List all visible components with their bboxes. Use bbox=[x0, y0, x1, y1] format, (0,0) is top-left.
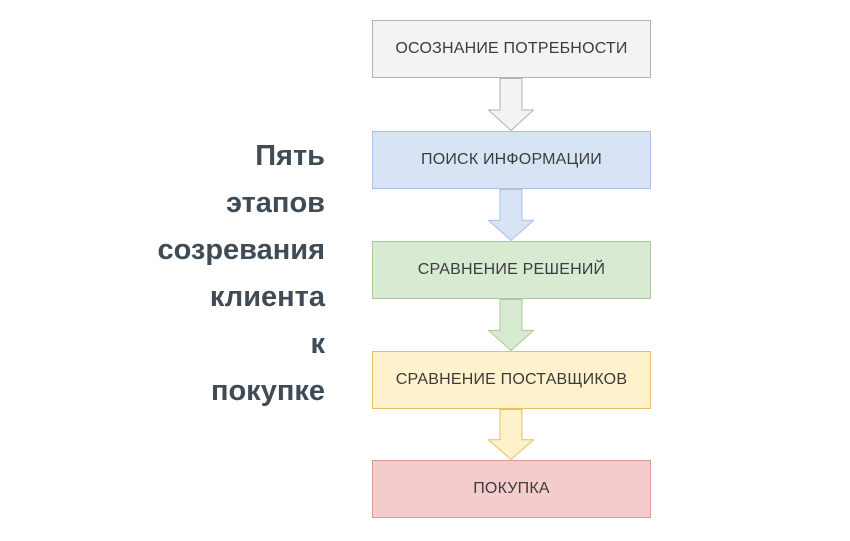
title-line: клиента bbox=[209, 281, 325, 313]
flow-step-label: СРАВНЕНИЕ ПОСТАВЩИКОВ bbox=[395, 371, 628, 388]
title-line: созревания bbox=[157, 234, 325, 266]
flow-step-label: ПОИСК ИНФОРМАЦИИ bbox=[421, 151, 602, 168]
flow-step-purchase: ПОКУПКА bbox=[372, 460, 651, 518]
flow-step-label: ПОКУПКА bbox=[473, 480, 550, 497]
title-line: этапов bbox=[225, 187, 325, 219]
flow-step-need-recognition: ОСОЗНАНИЕ ПОТРЕБНОСТИ bbox=[372, 20, 651, 78]
arrow-down-icon bbox=[488, 78, 534, 131]
page-title: Пять этапов созревания клиента к покупке bbox=[60, 133, 325, 415]
arrow-down-icon bbox=[488, 299, 534, 351]
flow-step-information-search: ПОИСК ИНФОРМАЦИИ bbox=[372, 131, 651, 189]
arrow-down-icon bbox=[488, 189, 534, 241]
arrow-down-icon bbox=[488, 409, 534, 460]
flow-step-solution-comparison: СРАВНЕНИЕ РЕШЕНИЙ bbox=[372, 241, 651, 299]
title-line: покупке bbox=[210, 375, 325, 407]
title-line: к bbox=[310, 328, 325, 360]
flow-step-label: ОСОЗНАНИЕ ПОТРЕБНОСТИ bbox=[395, 40, 628, 57]
flow-step-label: СРАВНЕНИЕ РЕШЕНИЙ bbox=[417, 261, 606, 278]
flow-step-vendor-comparison: СРАВНЕНИЕ ПОСТАВЩИКОВ bbox=[372, 351, 651, 409]
title-line: Пять bbox=[255, 140, 325, 172]
